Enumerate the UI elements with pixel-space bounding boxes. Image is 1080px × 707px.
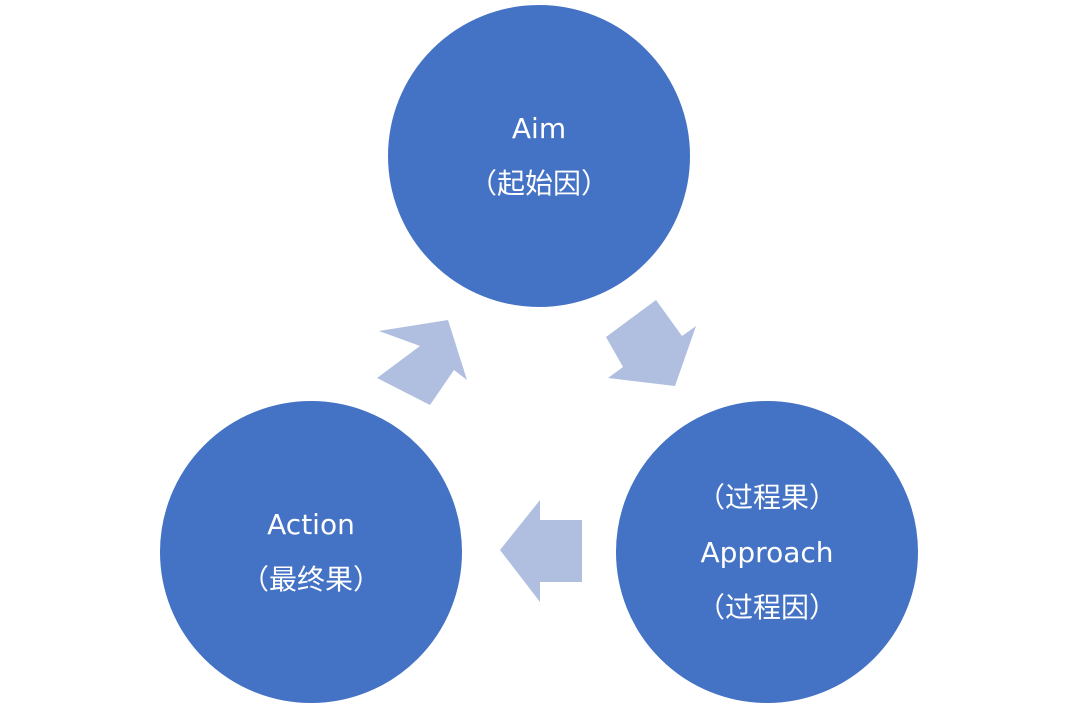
node-aim: Aim （起始因）	[386, 3, 692, 309]
node-approach-bottom: （过程因）	[696, 590, 837, 624]
node-aim-subtitle: （起始因）	[468, 167, 609, 200]
node-aim-title: Aim	[511, 112, 567, 145]
node-action-subtitle: （最终果）	[240, 563, 381, 596]
node-action-title: Action	[267, 508, 355, 541]
arrow-approach-to-action	[500, 500, 582, 602]
node-approach: （过程果） Approach （过程因）	[614, 399, 920, 705]
arrow-action-to-aim	[377, 320, 467, 405]
arrow-aim-to-approach	[606, 300, 696, 386]
node-approach-top: （过程果）	[696, 480, 837, 514]
node-approach-title: Approach	[700, 535, 834, 569]
node-action: Action （最终果）	[158, 399, 464, 705]
